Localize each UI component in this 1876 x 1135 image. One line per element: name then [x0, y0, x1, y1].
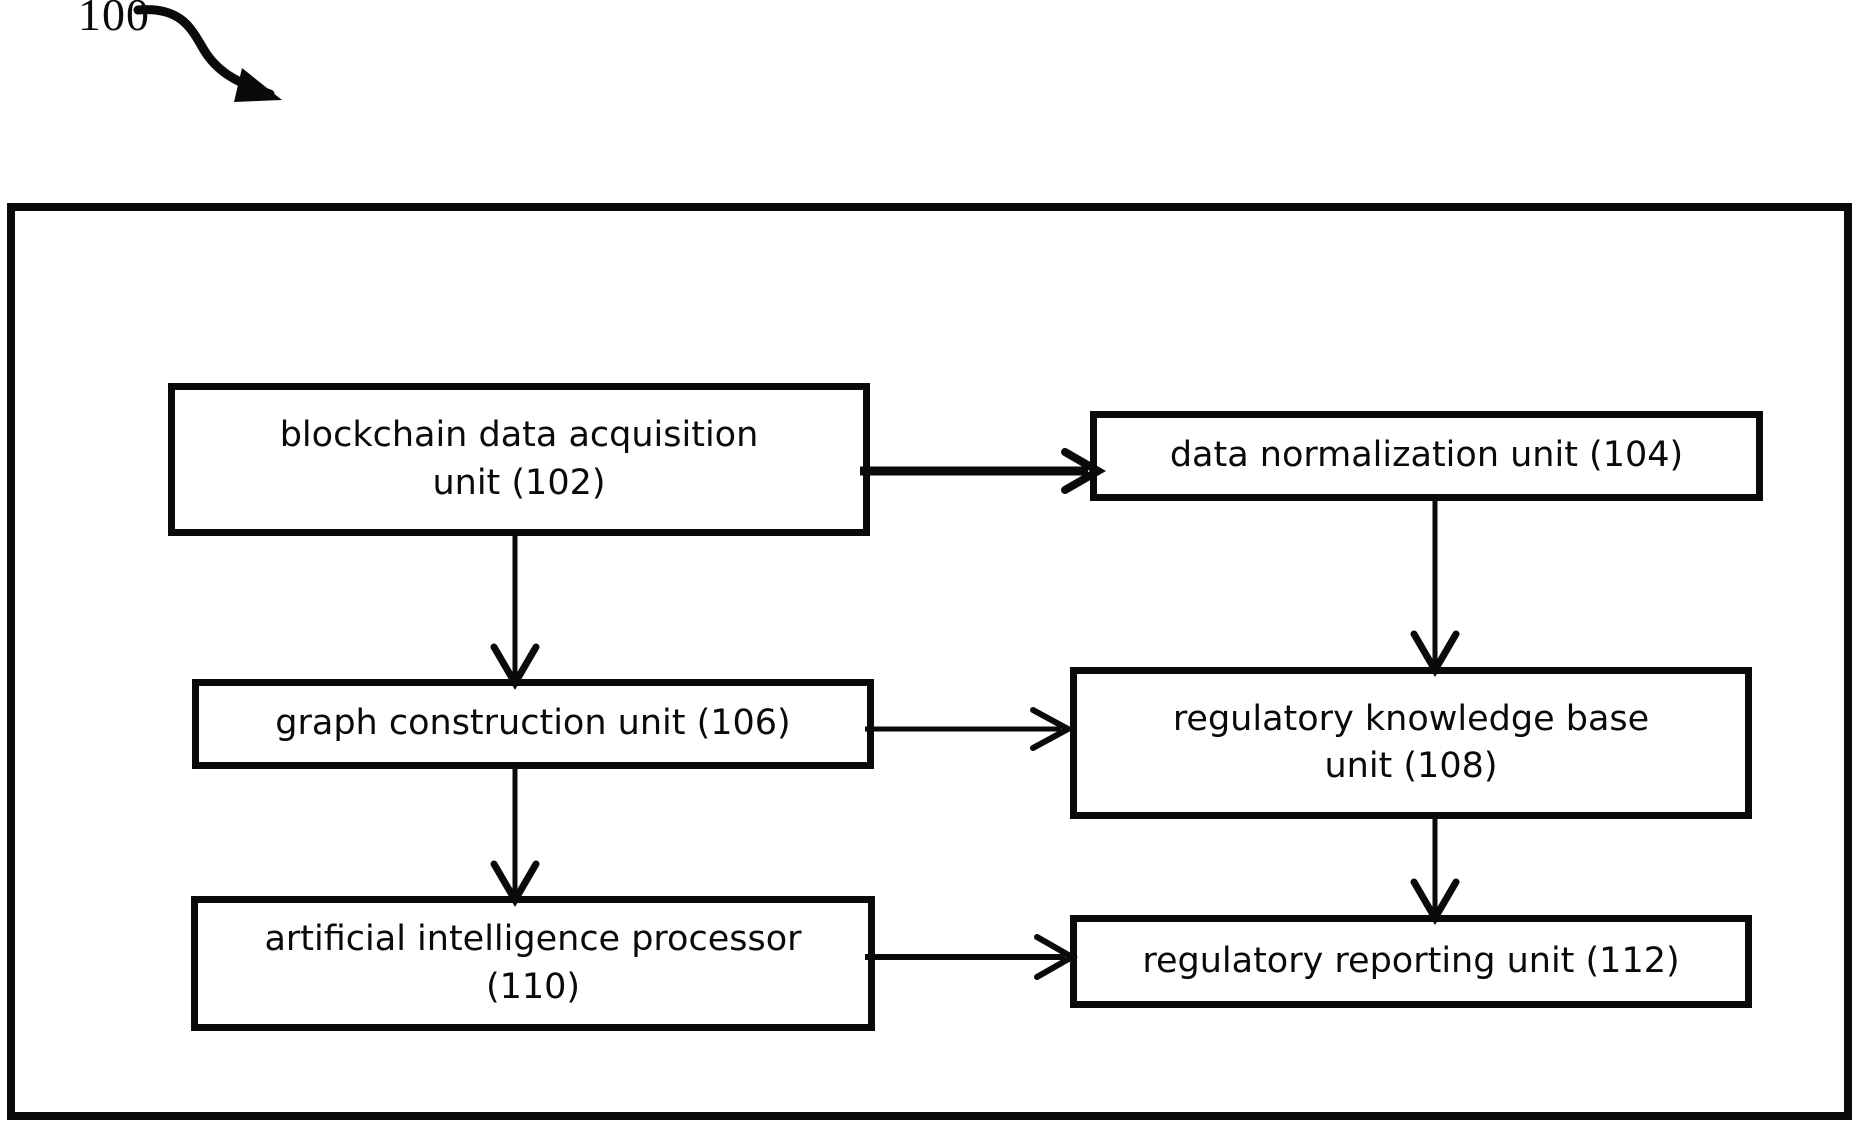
connector-106-to-108 [865, 707, 1075, 751]
unit-label-112: regulatory reporting unit (112) [1142, 940, 1680, 981]
unit-label-106: graph construction unit (106) [275, 703, 791, 744]
unit-label-110: artificial intelligence processor (110) [264, 919, 802, 1007]
unit-box-regulatory-knowledge-base[interactable]: regulatory knowledge base unit (108) [1070, 667, 1752, 819]
unit-label-102: blockchain data acquisition unit (102) [279, 415, 759, 503]
connector-106-to-110 [490, 762, 540, 907]
unit-label-104: data normalization unit (104) [1169, 435, 1684, 476]
unit-box-artificial-intelligence-processor[interactable]: artificial intelligence processor (110) [191, 896, 875, 1031]
connector-102-to-106 [490, 529, 540, 690]
connector-104-to-108 [1410, 494, 1460, 677]
unit-label-108: regulatory knowledge base unit (108) [1172, 698, 1650, 786]
connector-110-to-112 [865, 934, 1079, 980]
unit-box-graph-construction[interactable]: graph construction unit (106) [192, 679, 874, 769]
system-container: blockchain data acquisition unit (102) d… [7, 203, 1852, 1120]
unit-box-regulatory-reporting[interactable]: regulatory reporting unit (112) [1070, 915, 1752, 1008]
connector-102-to-104 [860, 448, 1107, 494]
unit-box-blockchain-data-acquisition[interactable]: blockchain data acquisition unit (102) [168, 383, 870, 536]
connector-108-to-112 [1410, 812, 1460, 925]
curved-arrow-icon [133, 5, 282, 102]
unit-box-data-normalization[interactable]: data normalization unit (104) [1090, 411, 1763, 501]
